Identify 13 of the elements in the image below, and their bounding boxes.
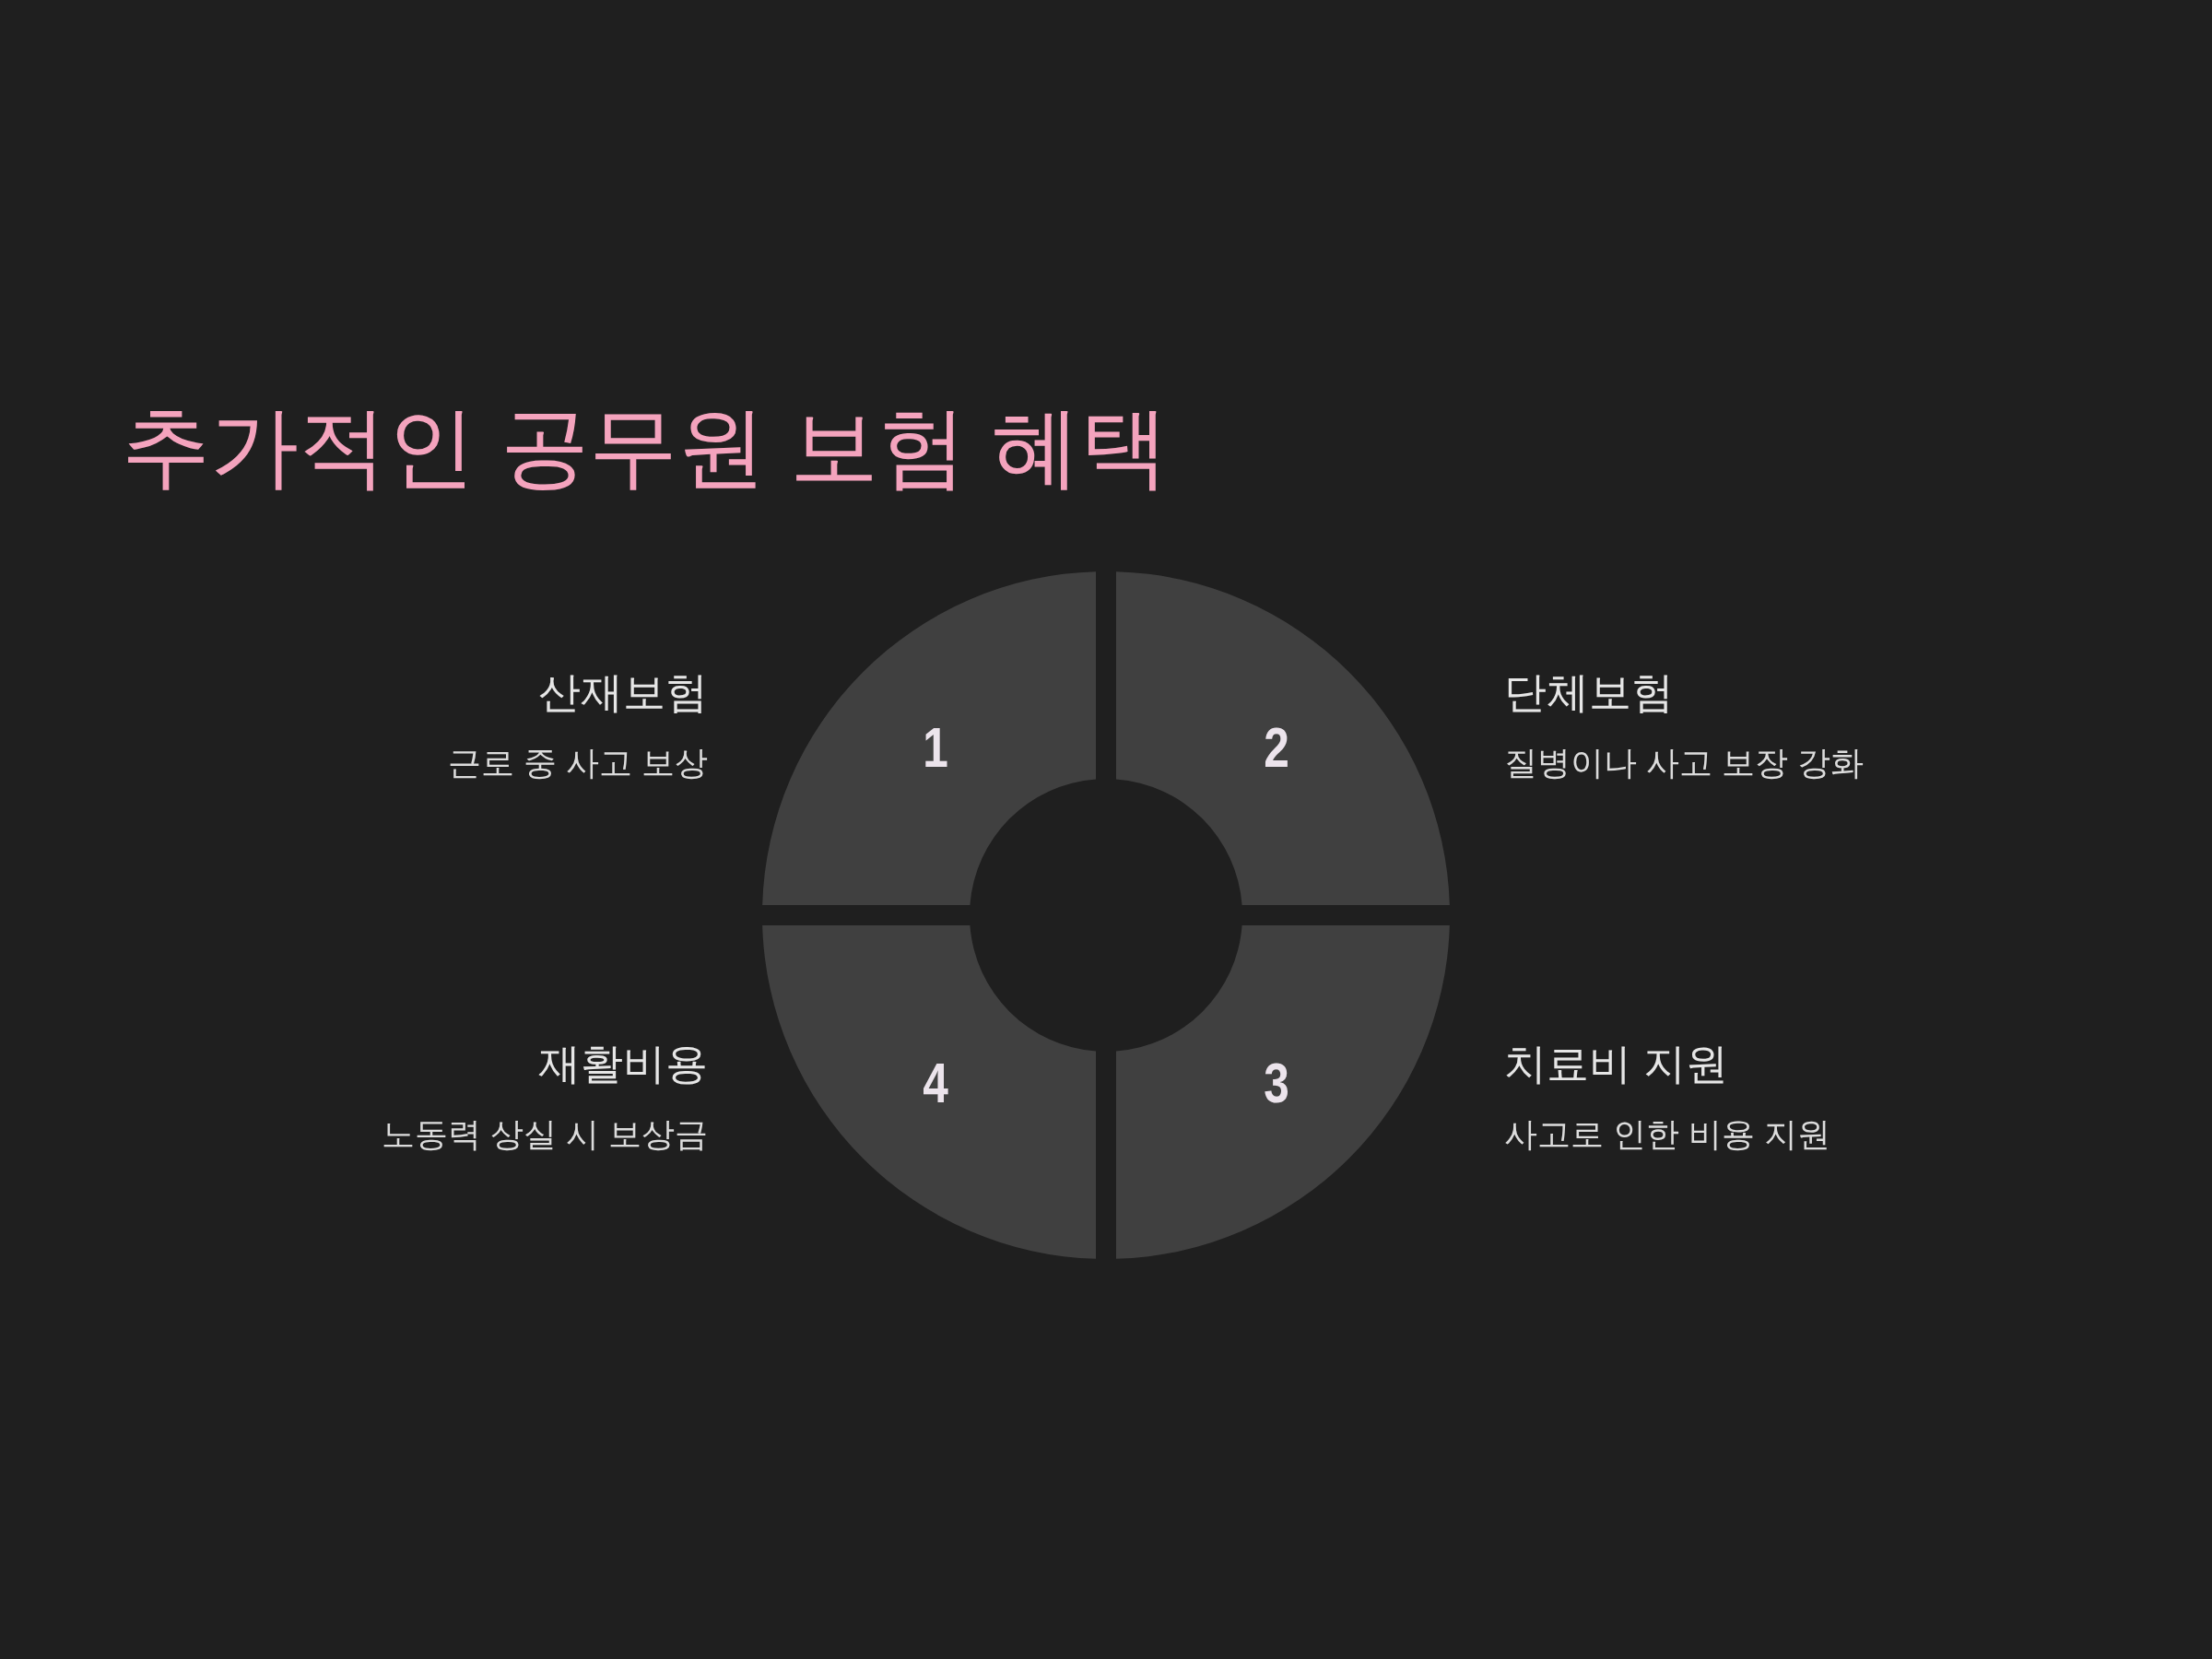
benefit-title: 단체보험 bbox=[1504, 668, 1674, 718]
benefit-title: 재활비용 bbox=[538, 1040, 708, 1089]
benefit-title: 산재보험 bbox=[538, 668, 708, 718]
segment-number: 4 bbox=[922, 1050, 949, 1116]
benefit-title: 치료비 지원 bbox=[1504, 1040, 1728, 1089]
segment-number: 2 bbox=[1263, 714, 1290, 781]
benefit-description: 질병이나 사고 보장 강화 bbox=[1504, 744, 1864, 782]
page-title: 추가적인 공무원 보험 혜택 bbox=[122, 396, 1169, 498]
benefit-description: 노동력 상실 시 보상금 bbox=[382, 1115, 708, 1154]
benefit-description: 사고로 인한 비용 지원 bbox=[1504, 1115, 1830, 1154]
benefit-description: 근로 중 사고 보상 bbox=[448, 744, 708, 782]
segment-number: 1 bbox=[922, 714, 949, 781]
segment-number: 3 bbox=[1263, 1050, 1290, 1116]
